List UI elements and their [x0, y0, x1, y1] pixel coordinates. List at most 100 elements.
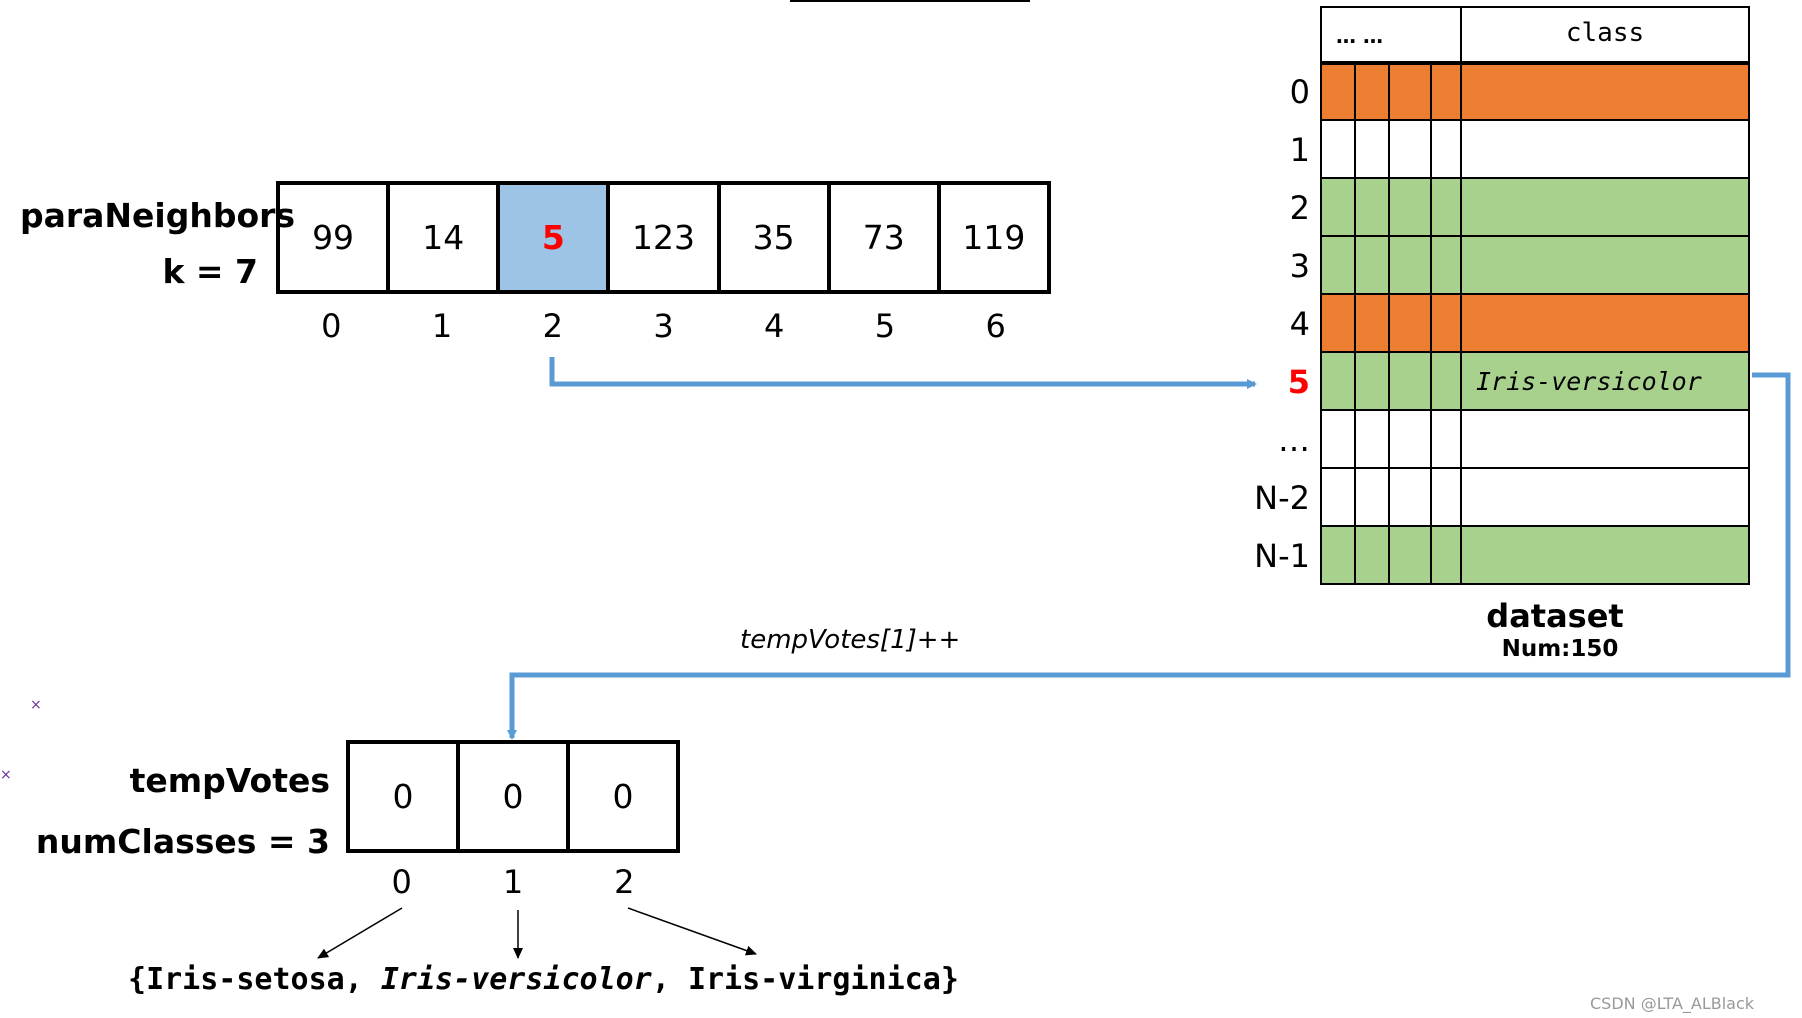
temp-votes-cell: 0: [460, 744, 570, 849]
feature-cell: [1356, 527, 1390, 583]
para-neighbors-cell: 14: [390, 185, 501, 290]
para-neighbors-index: 3: [653, 307, 674, 345]
feature-cell: [1322, 527, 1356, 583]
para-neighbors-cell: 5: [500, 185, 611, 290]
para-neighbors-index: 2: [542, 307, 563, 345]
set-open-brace: {: [128, 962, 147, 997]
cross-marker: ×: [0, 767, 12, 783]
feature-cell: [1356, 179, 1390, 235]
dataset-row-index: …: [1278, 421, 1310, 459]
dataset-row: [1320, 411, 1750, 469]
feature-cell: [1390, 65, 1432, 119]
para-neighbors-index: 0: [321, 307, 342, 345]
feature-cell: [1390, 353, 1432, 409]
dataset-to-votes-arrow: [507, 372, 1791, 740]
feature-cell: [1432, 527, 1462, 583]
dataset-row-index: 2: [1289, 189, 1310, 227]
temp-votes-index: 0: [391, 863, 412, 901]
para-neighbors-cell: 123: [610, 185, 721, 290]
para-neighbors-index: 6: [985, 307, 1006, 345]
dataset-row: [1320, 469, 1750, 527]
feature-cell: [1432, 469, 1462, 525]
feature-cell: [1432, 121, 1462, 177]
para-neighbors-cell: 119: [962, 218, 1026, 257]
feature-cell: [1356, 411, 1390, 467]
temp-votes-cell: 0: [350, 744, 460, 849]
feature-cell: [1432, 411, 1462, 467]
para-neighbors-cell: 73: [831, 185, 941, 290]
feature-cell: [1356, 295, 1390, 351]
dataset-row-index: 5: [1287, 363, 1310, 401]
feature-cell: [1432, 237, 1462, 293]
feature-cell: [1322, 65, 1356, 119]
class-names-set: {Iris-setosa, Iris-versicolor, Iris-virg…: [128, 962, 959, 997]
increment-label: tempVotes[1]++: [740, 625, 961, 655]
feature-cell: [1432, 179, 1462, 235]
temp-votes-indices: 0 1 2: [346, 863, 680, 903]
class0-arrow: [317, 907, 403, 959]
num-classes-label: numClasses = 3: [35, 822, 330, 861]
dataset-row-index: 3: [1289, 247, 1310, 285]
feature-cell: [1432, 65, 1462, 119]
dataset-row: [1320, 237, 1750, 295]
feature-cell: [1390, 295, 1432, 351]
feature-cell: [1322, 353, 1356, 409]
dataset-row-index: 1: [1289, 131, 1310, 169]
dataset-row: [1320, 179, 1750, 237]
feature-cell: [1390, 179, 1432, 235]
feature-cell: [1432, 295, 1462, 351]
para-neighbors-indices: 0 1 2 3 4 5 6: [276, 307, 1051, 347]
class2-arrow: [627, 907, 757, 956]
separator: ,: [344, 962, 381, 997]
feature-cell: [1390, 469, 1432, 525]
dataset-row-index: 0: [1289, 73, 1310, 111]
feature-cell: [1322, 411, 1356, 467]
para-neighbors-label: paraNeighbors: [20, 196, 296, 235]
feature-cell: [1356, 237, 1390, 293]
feature-cell: [1356, 65, 1390, 119]
feature-cell: [1356, 353, 1390, 409]
feature-cell: [1322, 179, 1356, 235]
class-setosa: Iris-setosa: [146, 962, 345, 997]
feature-cell: [1390, 527, 1432, 583]
dataset-row: [1320, 527, 1750, 585]
para-neighbors-cell: 99: [280, 185, 391, 290]
dataset-header-row: … … class: [1320, 6, 1750, 63]
feature-cell: [1390, 121, 1432, 177]
feature-cell: [1322, 237, 1356, 293]
para-neighbors-index: 5: [874, 307, 896, 345]
header-class: class: [1565, 18, 1645, 48]
feature-cell: [1356, 469, 1390, 525]
k-label: k = 7: [162, 252, 258, 291]
para-neighbors-index: 4: [764, 307, 785, 345]
temp-votes-cell: 0: [612, 777, 634, 816]
temp-votes-label: tempVotes: [129, 761, 330, 800]
dataset-title: dataset: [1486, 597, 1624, 635]
temp-votes-index: 2: [614, 863, 635, 901]
temp-votes-index: 1: [502, 863, 524, 901]
dataset-row: [1320, 295, 1750, 353]
class-versicolor: Iris-versicolor: [380, 962, 652, 997]
feature-cell: [1390, 411, 1432, 467]
watermark: CSDN @LTA_ALBlack: [1590, 994, 1755, 1013]
feature-cell: [1356, 121, 1390, 177]
feature-cell: [1322, 121, 1356, 177]
top-divider-line: [790, 0, 1030, 2]
class-virginica: Iris-virginica: [687, 962, 941, 997]
dataset-subtitle: Num:150: [1501, 636, 1619, 662]
dataset-row: Iris-versicolor: [1320, 353, 1750, 411]
set-close-brace: }: [940, 962, 959, 997]
index-to-dataset-arrow: [549, 357, 1257, 389]
para-neighbors-index: 1: [431, 307, 453, 345]
dataset-row: [1320, 63, 1750, 121]
dataset-row-index: 4: [1289, 305, 1310, 343]
dataset-row: [1320, 121, 1750, 179]
para-neighbors-cell: 35: [721, 185, 831, 290]
dataset-row-index: N-1: [1254, 537, 1310, 575]
header-features-ellipsis: … …: [1322, 8, 1462, 61]
dataset-row-index: N-2: [1254, 479, 1310, 517]
